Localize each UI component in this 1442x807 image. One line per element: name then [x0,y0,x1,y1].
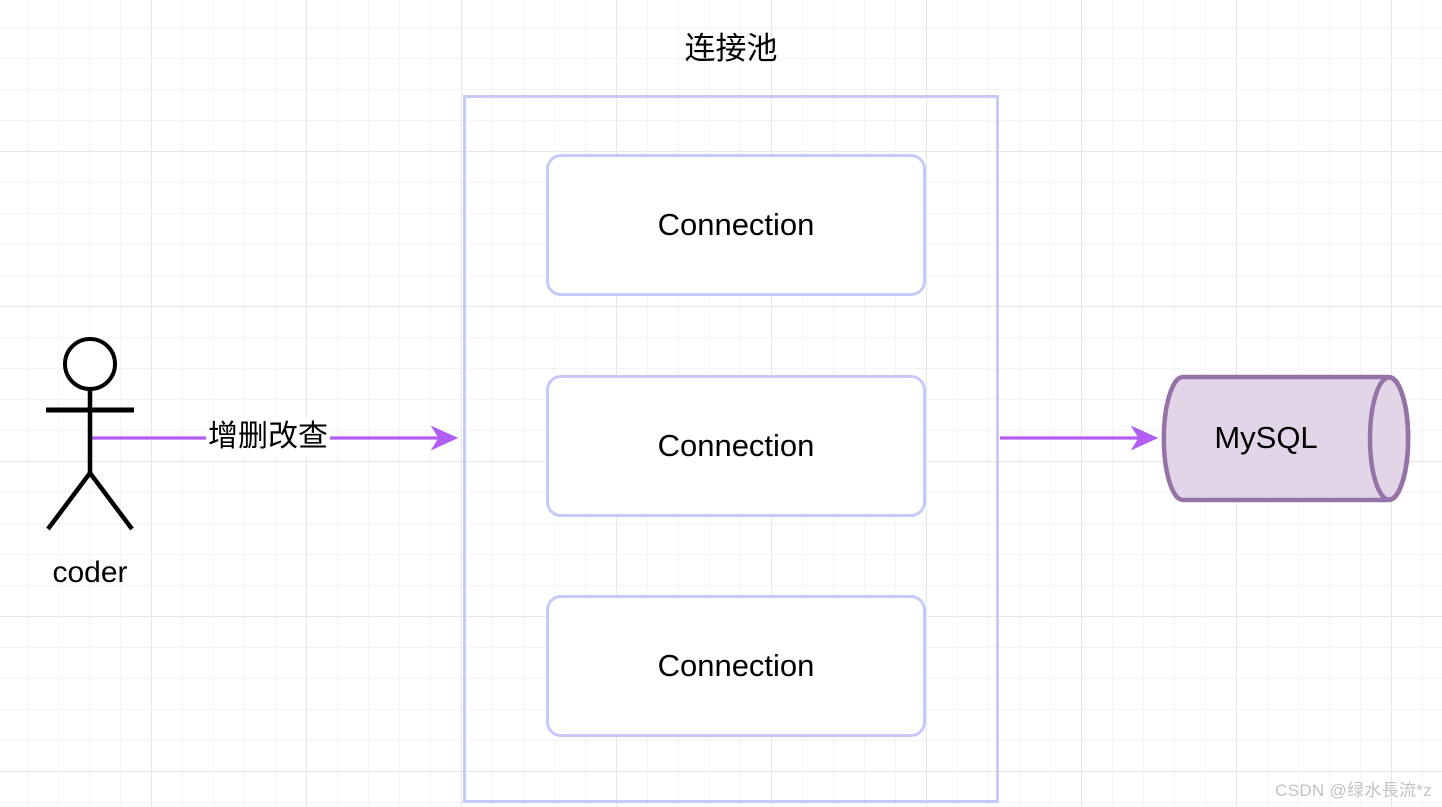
connection-node-label: Connection [657,207,815,242]
edge-label-crud: 增删改查 [206,418,330,456]
watermark: CSDN @绿水長流*z [1275,781,1432,800]
connection-node-1[interactable]: Connection [546,154,926,296]
database-cylinder-icon[interactable] [1160,373,1412,504]
actor-label: coder [52,556,128,589]
pool-title: 连接池 [684,31,778,66]
connection-node-label: Connection [657,428,815,463]
connection-pool-container[interactable] [463,95,999,803]
database-label: MySQL [1214,420,1318,455]
connection-node-label: Connection [657,648,815,683]
actor-stick-figure-icon[interactable] [36,336,144,536]
connection-node-2[interactable]: Connection [546,375,926,517]
connection-node-3[interactable]: Connection [546,595,926,737]
